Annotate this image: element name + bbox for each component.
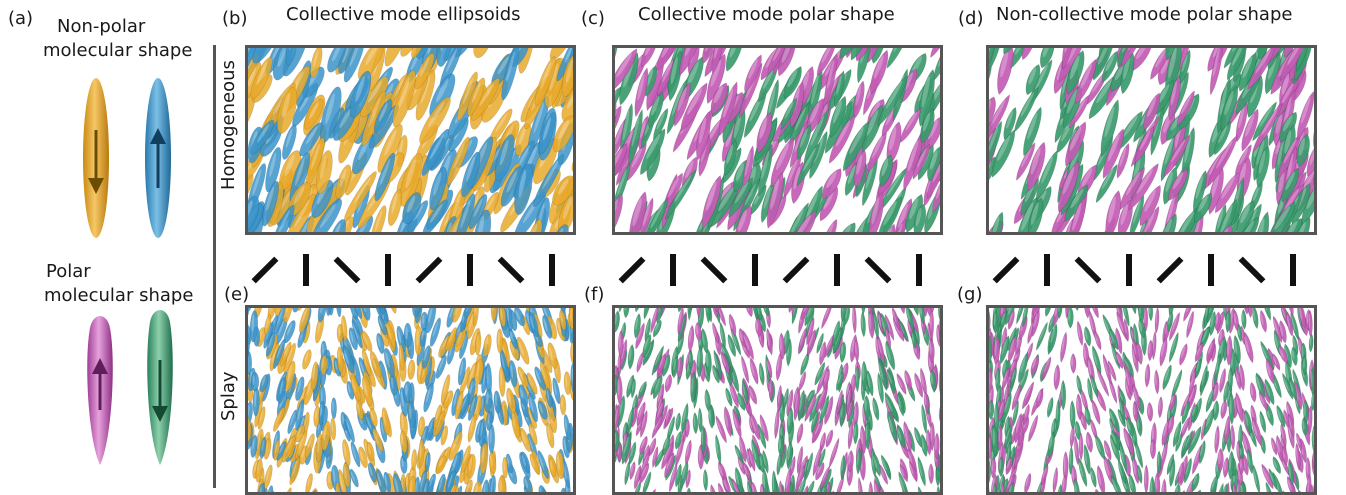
panel-g-splay-noncollective [986,305,1317,495]
director-bar [418,259,441,282]
director-bar [621,259,644,282]
director-bars-d [986,245,1317,295]
director-bars-c [612,245,943,295]
column-title-c: Collective mode polar shape [638,6,895,24]
panel-label-d: (d) [958,10,983,28]
column-title-d: Non-collective mode polar shape [996,6,1292,24]
panel-f-splay-polar [612,305,943,495]
director-bar [995,259,1018,282]
nonpolar-molecule-icons [60,72,230,242]
director-bar [500,259,523,282]
polar-molecule-icons [60,300,230,470]
panel-c-homogeneous-polar [612,45,943,235]
director-bar [336,259,359,282]
director-bar [254,259,277,282]
panel-d-homogeneous-noncollective [986,45,1317,235]
director-bar [867,259,890,282]
panel-b-homogeneous-ellipsoids [245,45,576,235]
panel-label-g: (g) [957,286,982,304]
panel-label-c: (c) [581,10,605,28]
director-bar [785,259,808,282]
panel-label-f: (f) [584,286,604,304]
polar-title-line1: Polar [46,263,91,281]
director-bar [1159,259,1182,282]
nonpolar-title-line2: molecular shape [43,42,192,60]
panel-label-a: (a) [8,10,33,28]
vertical-divider [213,45,216,488]
director-bar [703,259,726,282]
panel-label-b: (b) [222,10,247,28]
director-bars-b [245,245,576,295]
nonpolar-title-line1: Non-polar [57,18,145,36]
row-label-homogeneous: Homogeneous [220,80,238,190]
director-bar [1077,259,1100,282]
panel-e-splay-ellipsoids [245,305,576,495]
column-title-b: Collective mode ellipsoids [286,6,521,24]
row-label-splay: Splay [220,371,238,421]
director-bar [1241,259,1264,282]
